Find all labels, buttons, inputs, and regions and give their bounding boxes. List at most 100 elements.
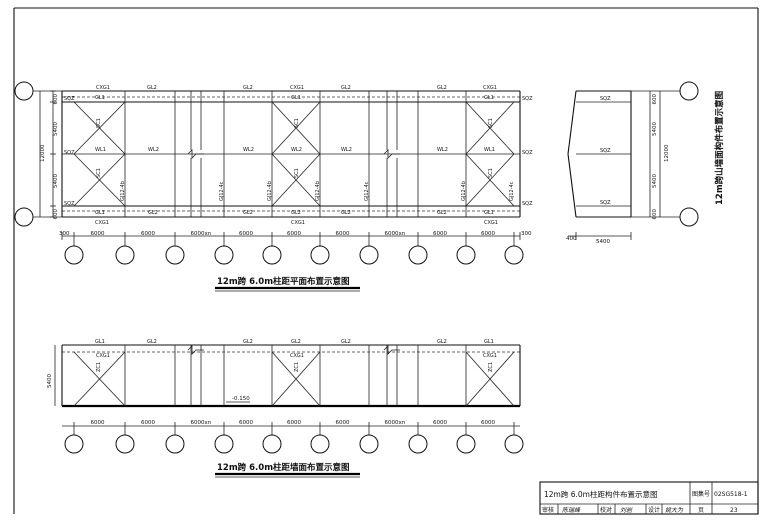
gl-label: GL2: [291, 210, 301, 216]
brace-line: [73, 351, 126, 407]
frame-label: GJ12-4c: [509, 181, 515, 201]
gable-sqz-label: SQZ: [600, 200, 611, 206]
axis-bubble: [64, 434, 84, 454]
drawing-title: 12m跨 6.0m柱距构件布置示意图: [544, 489, 657, 499]
break-mark: [190, 345, 202, 406]
elevation-dim-value: 6000: [433, 420, 447, 426]
plan-dim-value: 6000: [433, 231, 447, 237]
gl1-label: GL1: [291, 95, 301, 101]
plan-dim-value: 6000xn: [191, 231, 212, 237]
gl1-label: GL1: [484, 95, 494, 101]
cxg1-label: CXG1: [483, 353, 497, 359]
axis-bubble: [64, 245, 84, 265]
plan-left-dim: 600: [53, 209, 59, 220]
axis-bubble: [359, 245, 379, 265]
axis-bubble: [408, 245, 428, 265]
plan-dim-value: 6000: [336, 231, 350, 237]
review-signature: 陈瑞峰: [562, 506, 581, 514]
brace-line: [271, 351, 321, 407]
gl2-label: GL2: [243, 339, 253, 345]
review-label: 审核: [542, 506, 554, 514]
gl2-label: GL2: [148, 210, 158, 216]
elevation-dim-value: 6000xn: [385, 420, 406, 426]
axis-bubble: [262, 434, 282, 454]
break-symbol: [383, 149, 400, 159]
check-signature: 刘岩: [620, 506, 633, 514]
break-symbol: [383, 345, 400, 355]
break-symbol: [187, 345, 204, 355]
wl-label: WL1: [484, 147, 495, 153]
elevation-dim-value: 6000: [91, 420, 105, 426]
plan-dim-value: 6000: [91, 231, 105, 237]
elevation-dim-value: 6000: [239, 420, 253, 426]
sqz-label: SQZ: [64, 96, 75, 102]
wl-label: WL2: [291, 147, 302, 153]
gable-dim-left: 400: [566, 236, 577, 242]
axis-bubble: [165, 434, 185, 454]
brace-line: [465, 351, 515, 407]
zc1-label: ZC1: [488, 362, 494, 372]
axis-bubble: [165, 245, 185, 265]
gable-title: 12m跨山墙面构件布置示意图: [714, 91, 725, 205]
gl2-label: GL2: [147, 339, 157, 345]
brace-line: [271, 101, 321, 155]
axis-bubble: [679, 207, 699, 227]
design-signature: 姚大为: [665, 506, 684, 514]
plan-dim-value: 300: [521, 231, 532, 237]
sc1-label: SC1: [96, 168, 102, 178]
axis-bubble: [14, 81, 34, 101]
plan-dim-value: 6000xn: [385, 231, 406, 237]
axis-bubble: [115, 245, 135, 265]
plan-dim-value: 6000: [287, 231, 301, 237]
gl-label: GL2: [291, 339, 301, 345]
sc1-label: SC1: [294, 168, 300, 178]
atlas-label: 图集号: [692, 490, 710, 498]
break-mark: [386, 345, 398, 406]
sqz-label: SQZ: [522, 96, 533, 102]
plan-dim-value: 6000: [141, 231, 155, 237]
page-label: 页: [698, 507, 704, 514]
axis-bubble: [310, 434, 330, 454]
gable-sqz-label: SQZ: [600, 148, 611, 154]
gable-right-dim: 600: [652, 94, 658, 105]
plan-dim-value: 6000: [481, 231, 495, 237]
axis-bubble: [262, 245, 282, 265]
brace-line: [271, 153, 321, 207]
plan-left-dim: 600: [53, 94, 59, 105]
wl2-label: WL2: [148, 147, 159, 153]
frame-label: GJ12-4b: [315, 181, 321, 201]
wl2-label: WL2: [243, 147, 254, 153]
axis-bubble: [359, 434, 379, 454]
zc1-label: ZC1: [96, 362, 102, 372]
frame-label: GJ12-4b: [461, 181, 467, 201]
axis-bubble: [115, 434, 135, 454]
elevation-title: 12m跨 6.0m柱距墙面布置示意图: [217, 462, 350, 473]
gable-right-dim: 600: [652, 209, 658, 220]
axis-bubble: [504, 245, 524, 265]
title-block: 12m跨 6.0m柱距构件布置示意图 图集号 02SG518-1 审核 陈瑞峰 …: [539, 481, 759, 515]
break-mark: [190, 91, 202, 217]
frame-label: GJ12-4c: [219, 181, 225, 201]
check-label: 校对: [600, 506, 612, 514]
axis-bubble: [214, 434, 234, 454]
gable-right-dim: 5400: [652, 122, 658, 136]
gable-right-dim: 5400: [652, 174, 658, 188]
sqz-label: SQZ: [522, 201, 533, 207]
plan-title: 12m跨 6.0m柱距平面布置示意图: [217, 276, 350, 287]
sc1-label: SC1: [488, 168, 494, 178]
sc1-label: SC1: [294, 118, 300, 128]
elevation-level: -0.150: [232, 396, 250, 402]
gl2-label: GL2: [243, 85, 253, 91]
axis-bubble: [456, 245, 476, 265]
gl2-label: GL2: [147, 85, 157, 91]
cxg1-label: CXG1: [95, 220, 109, 226]
plan-left-dim: 5400: [53, 122, 59, 136]
gl-label: GL1: [95, 339, 105, 345]
elevation-dim-value: 6000: [141, 420, 155, 426]
axis-bubble: [408, 434, 428, 454]
elevation-dim-value: 6000xn: [191, 420, 212, 426]
brace-line: [465, 153, 515, 207]
sqz-label: SQZ: [64, 150, 75, 156]
